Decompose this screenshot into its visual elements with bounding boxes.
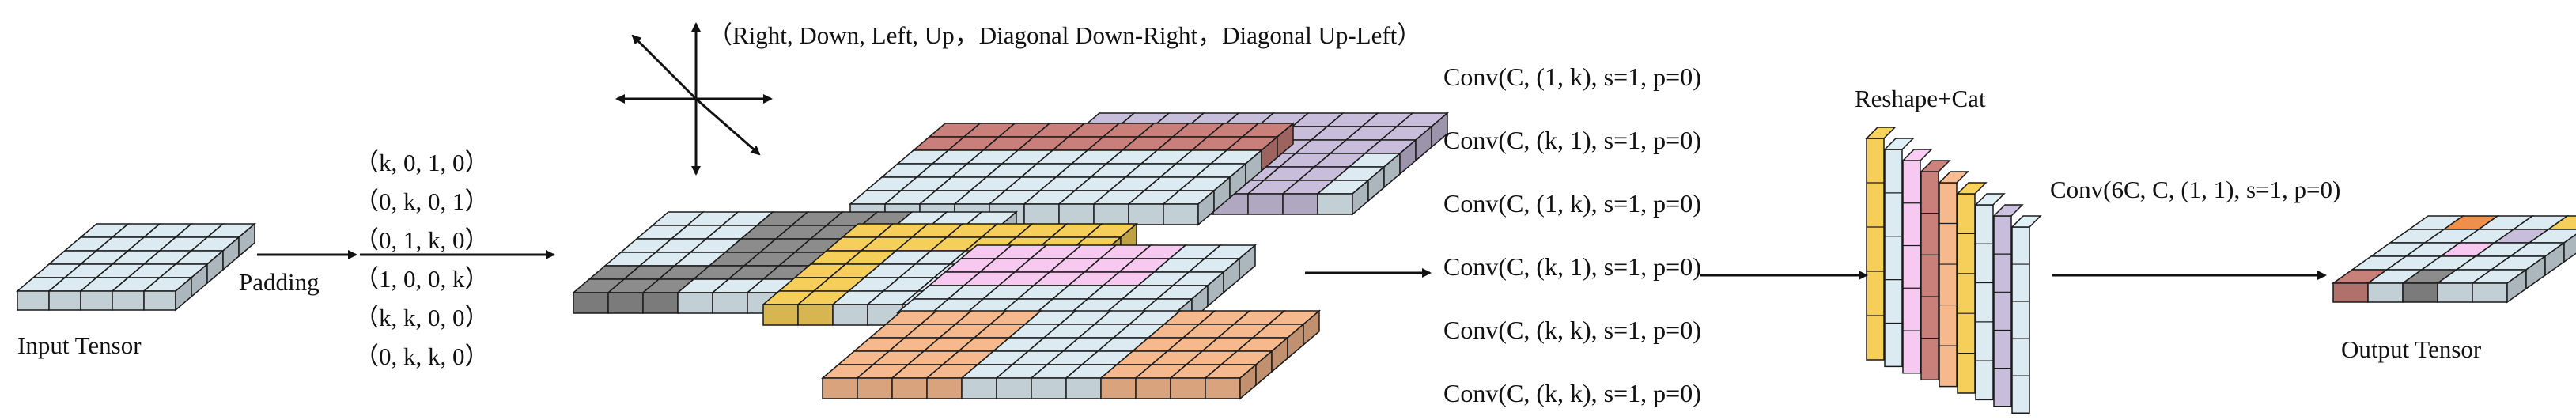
- concat-slice: [1884, 149, 1903, 368]
- tensor-front-face: [607, 292, 644, 314]
- tensor-front-face: [80, 290, 113, 311]
- tensor-front-face: [1023, 203, 1060, 225]
- tensor-front-face: [1205, 377, 1241, 399]
- concat-slice: [1866, 138, 1885, 361]
- concat-slice: [1957, 193, 1976, 394]
- tensor-front-face: [832, 304, 868, 326]
- concat-top-face: [1920, 160, 1951, 172]
- tensor-front-face: [2472, 282, 2508, 303]
- tensor-front-face: [1065, 377, 1102, 399]
- tensor-front-face: [1282, 193, 1318, 215]
- concat-top-face: [1956, 182, 1988, 195]
- reshape-cat-label: Reshape+Cat: [1855, 85, 1986, 112]
- tensor-side-face: [1303, 309, 1320, 346]
- tensor-front-face: [1170, 377, 1206, 399]
- concat-slice: [1920, 171, 1939, 380]
- directions-label: （Right, Down, Left, Up，Diagonal Down-Rig…: [708, 21, 1421, 49]
- tensor-layer: [15, 112, 2576, 414]
- tensor-front-face: [642, 292, 679, 314]
- conv-label: Conv(C, (k, 1), s=1, p=0): [1443, 252, 1701, 281]
- tensor-front-face: [573, 292, 609, 314]
- concat-tensor: [1865, 127, 2042, 414]
- concat-top-face: [1883, 138, 1915, 150]
- tensor-front-face: [1128, 203, 1164, 225]
- conv-label: Conv(C, (k, 1), s=1, p=0): [1443, 126, 1701, 154]
- tensor-front-face: [2367, 282, 2404, 303]
- tensor-front-face: [2437, 282, 2473, 303]
- tensor-front-face: [1058, 203, 1095, 225]
- conv-label-list: Conv(C, (1, k), s=1, p=0) Conv(C, (k, 1)…: [1443, 62, 1701, 407]
- conv-label: Conv(C, (k, k), s=1, p=0): [1443, 316, 1701, 344]
- tensor-front-face: [996, 377, 1032, 399]
- concat-top-face: [1974, 193, 2006, 206]
- concat-slice: [2011, 226, 2030, 414]
- tensor-front-face: [112, 290, 145, 311]
- tensor-front-face: [1100, 377, 1137, 399]
- tensor-front-face: [1163, 203, 1199, 225]
- direction-compass-icon: [615, 22, 773, 176]
- tensor-front-face: [891, 377, 928, 399]
- conv-label: Conv(C, (1, k), s=1, p=0): [1443, 189, 1701, 218]
- tensor-front-face: [1135, 377, 1171, 399]
- tensor-front-face: [797, 304, 834, 326]
- tensor-front-face: [712, 292, 748, 314]
- output-tensor-label: Output Tensor: [2341, 335, 2482, 363]
- concat-top-face: [1901, 149, 1933, 161]
- tensor-front-face: [2332, 282, 2369, 303]
- tensor-front-face: [926, 377, 963, 399]
- input-tensor: [15, 222, 257, 312]
- concat-slice: [1975, 204, 1994, 401]
- padding-tuple: （0, 1, k, 0）: [354, 226, 490, 254]
- concat-top-face: [1992, 204, 2024, 217]
- tensor-front-face: [822, 377, 858, 399]
- padding-tuple: （k, k, 0, 0）: [354, 304, 490, 331]
- tensor-side-face: [1277, 122, 1294, 159]
- tensor-side-face: [238, 222, 255, 258]
- concat-top-face: [1865, 127, 1897, 139]
- concat-slice: [1902, 160, 1921, 374]
- padding-tuple: （0, k, 0, 1）: [354, 187, 490, 215]
- concat-slice: [1993, 215, 2012, 407]
- tensor-front-face: [17, 290, 50, 311]
- input-tensor-label: Input Tensor: [17, 331, 142, 359]
- tensor-front-face: [857, 377, 893, 399]
- pointwise-conv-label: Conv(6C, C, (1, 1), s=1, p=0): [2050, 176, 2340, 203]
- tensor-side-face: [2563, 233, 2576, 263]
- padding-tuple: （0, k, k, 0）: [354, 342, 490, 370]
- tensor-front-face: [961, 377, 997, 399]
- padding-tuple: （k, 0, 1, 0）: [354, 149, 490, 176]
- tensor-side-face: [1239, 244, 1256, 281]
- tensor-front-face: [762, 304, 799, 326]
- tensor-front-face: [1317, 193, 1353, 215]
- tensor-front-face: [677, 292, 713, 314]
- tensor-front-face: [48, 290, 81, 311]
- shift-tensor-peach: [820, 309, 1322, 400]
- padding-label: Padding: [239, 268, 320, 296]
- conv-label: Conv(C, (k, k), s=1, p=0): [1443, 379, 1701, 407]
- tensor-front-face: [1247, 193, 1284, 215]
- padding-tuple: （1, 0, 0, k）: [354, 265, 490, 293]
- output-tensor: [2331, 215, 2576, 304]
- conv-label: Conv(C, (1, k), s=1, p=0): [1443, 62, 1701, 91]
- tensor-front-face: [143, 290, 176, 311]
- tensor-front-face: [1093, 203, 1129, 225]
- padding-tuple-list: （k, 0, 1, 0） （0, k, 0, 1） （0, 1, k, 0） （…: [354, 149, 490, 370]
- concat-slice: [1939, 182, 1958, 388]
- tensor-front-face: [2402, 282, 2438, 303]
- tensor-front-face: [1031, 377, 1067, 399]
- concat-top-face: [1938, 171, 1969, 184]
- tensor-side-face: [1431, 112, 1448, 149]
- concat-top-face: [2010, 215, 2042, 228]
- shift-tensor-rose: [848, 122, 1296, 226]
